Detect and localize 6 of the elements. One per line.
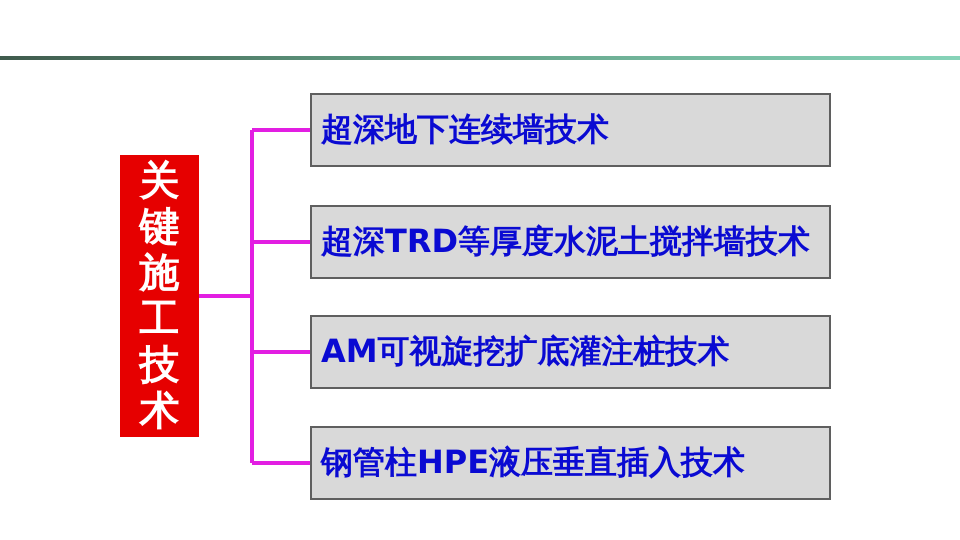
process-box: 超深TRD等厚度水泥土搅拌墙技术 bbox=[310, 205, 831, 279]
topic-box: 关键施工技术 bbox=[120, 155, 199, 437]
process-box: AM可视旋挖扩底灌注桩技术 bbox=[310, 315, 831, 389]
process-box: 超深地下连续墙技术 bbox=[310, 93, 831, 167]
process-box: 钢管柱HPE液压垂直插入技术 bbox=[310, 426, 831, 500]
connector-line bbox=[197, 128, 312, 465]
